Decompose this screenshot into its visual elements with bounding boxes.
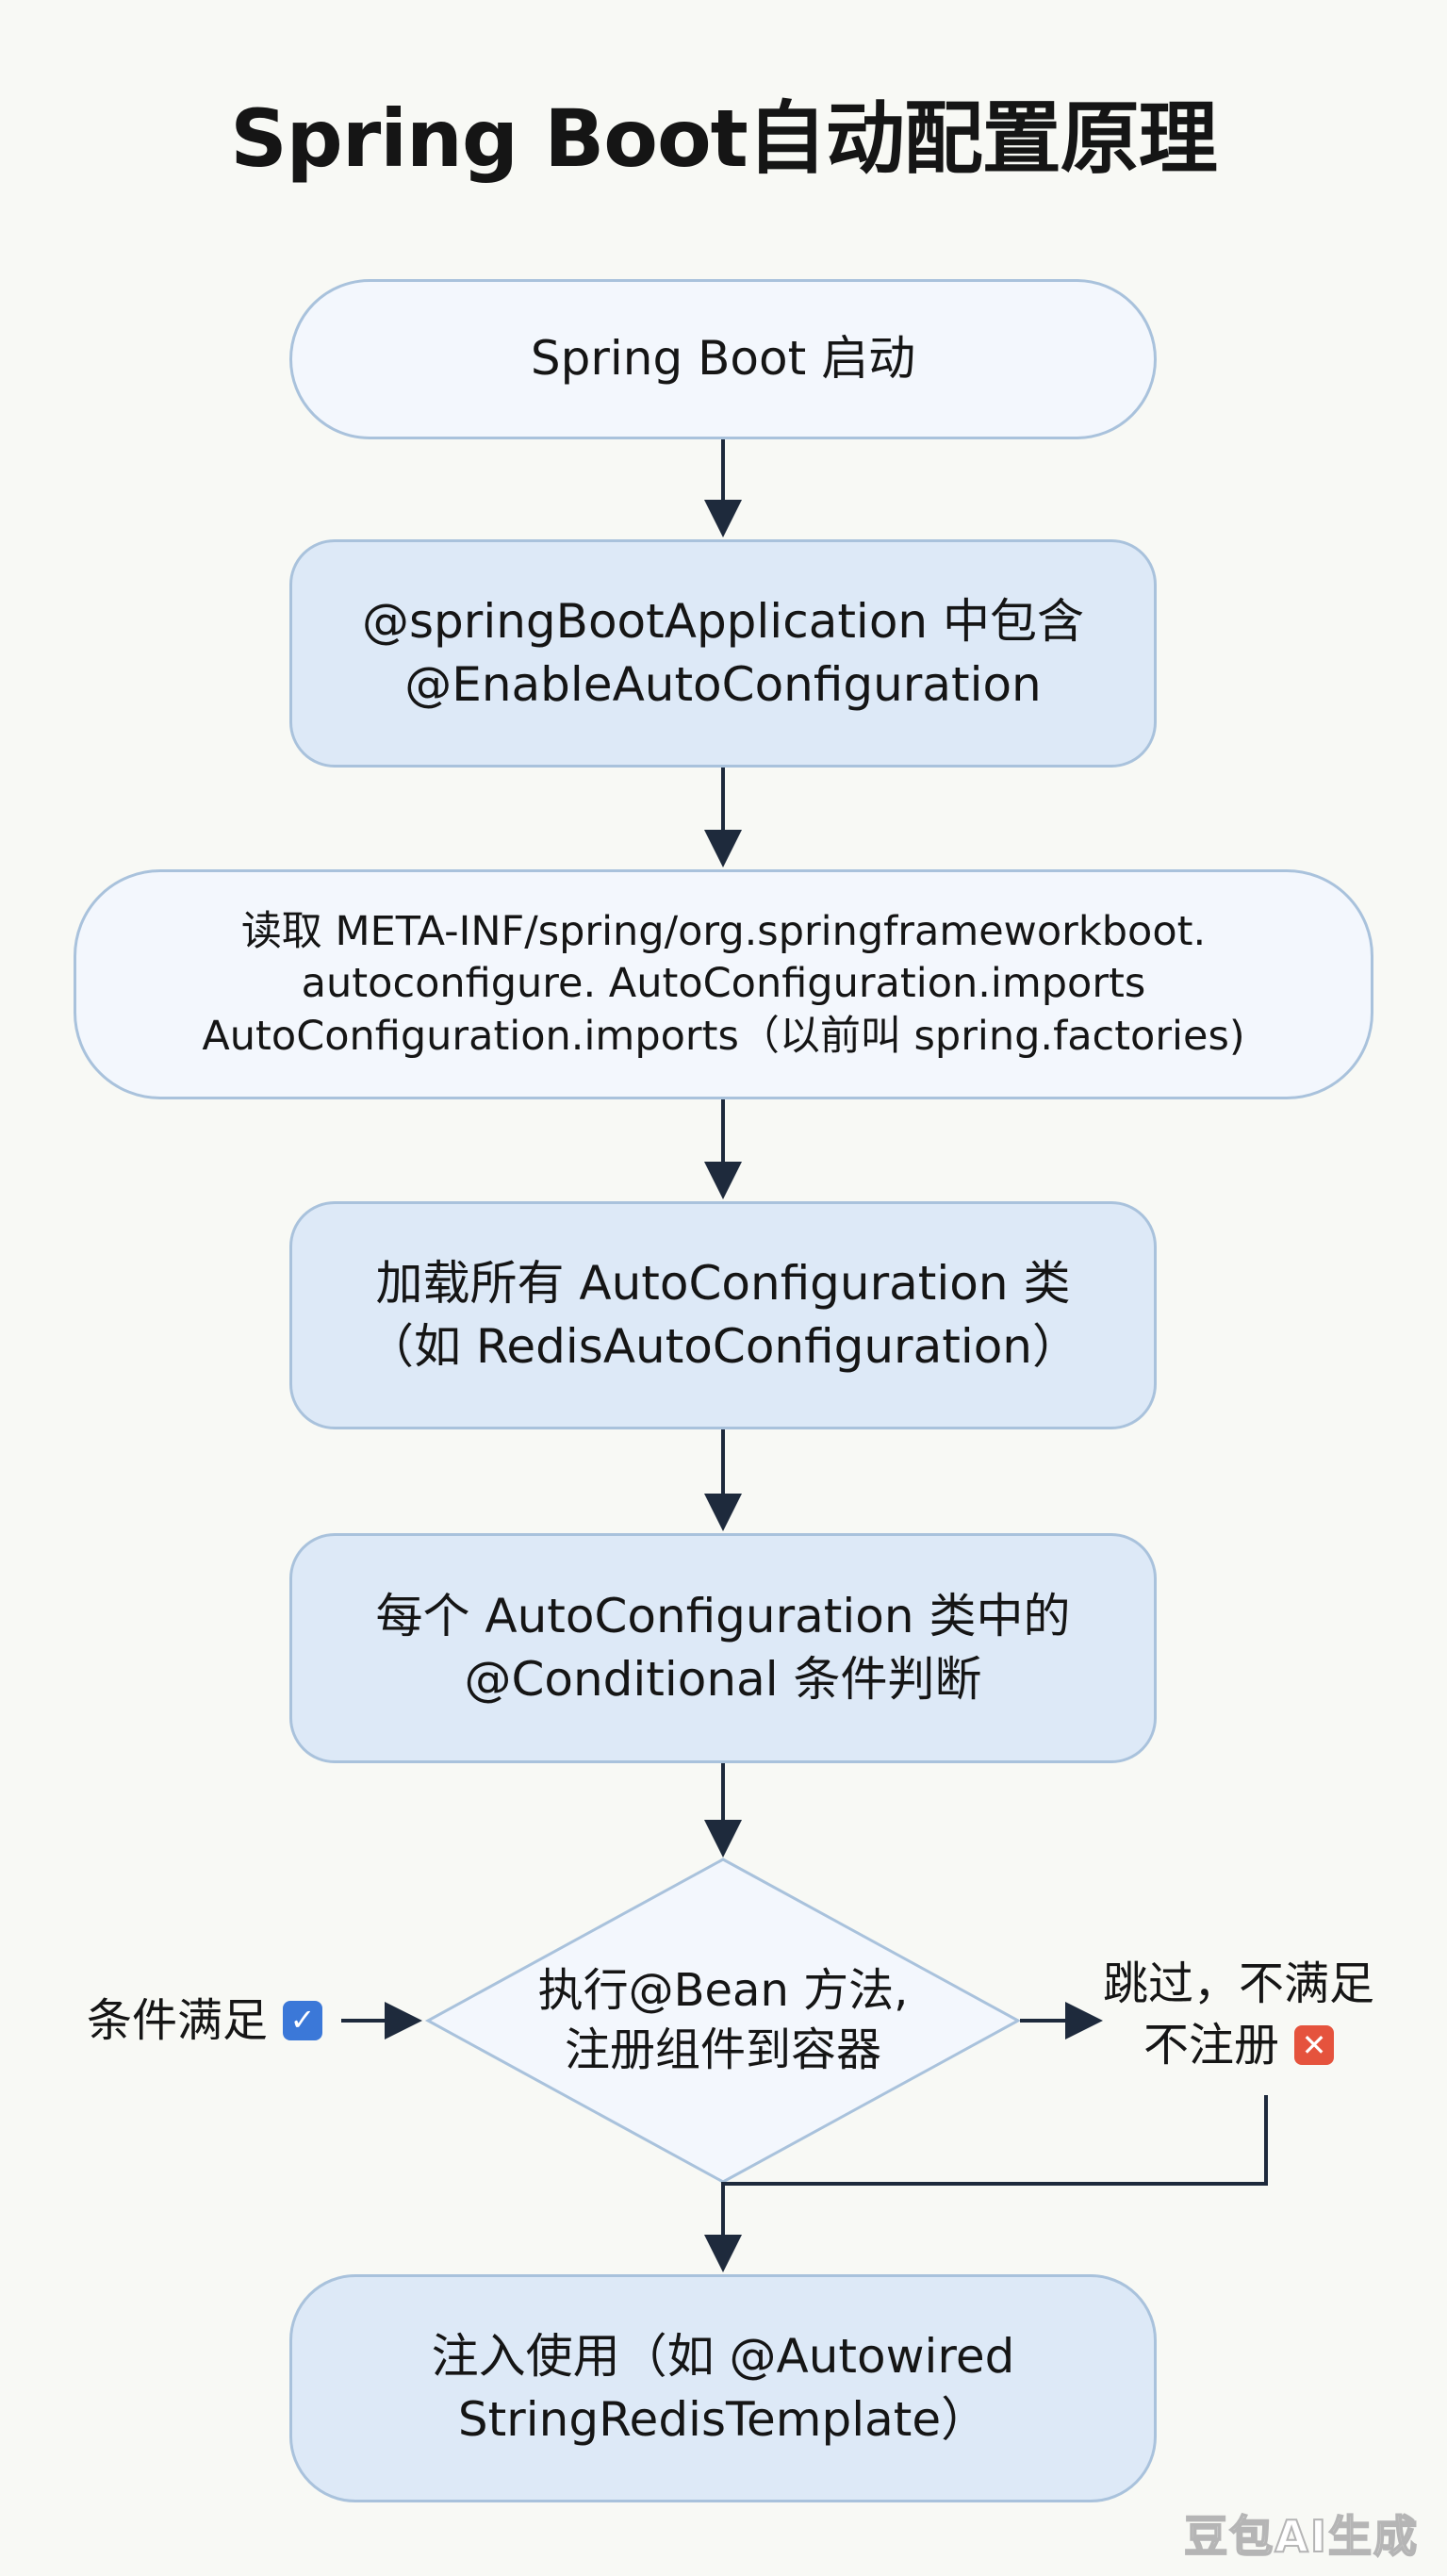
- annotation-line-1: @springBootApplication 中包含: [361, 593, 1084, 649]
- read-imports-node: 读取 META-INF/spring/org.springframeworkbo…: [74, 869, 1373, 1099]
- inject-node: 注入使用（如 @Autowired StringRedisTemplate）: [289, 2274, 1157, 2502]
- read-imports-line-3: AutoConfiguration.imports（以前叫 spring.fac…: [202, 1012, 1245, 1060]
- load-classes-node: 加载所有 AutoConfiguration 类 （如 RedisAutoCon…: [289, 1201, 1157, 1429]
- start-node-label: Spring Boot 启动: [530, 331, 916, 387]
- satisfied-text: 条件满足: [87, 1993, 269, 2047]
- decision-label: 执行@Bean 方法, 注册组件到容器: [490, 1942, 956, 2099]
- page-title: Spring Boot自动配置原理: [230, 92, 1218, 185]
- skipped-return-line: [723, 2095, 1268, 2186]
- skipped-line-2-wrap: 不注册 ✕: [1143, 2015, 1335, 2076]
- annotation-node: @springBootApplication 中包含 @EnableAutoCo…: [289, 539, 1157, 768]
- conditional-line-1: 每个 AutoConfiguration 类中的: [375, 1588, 1071, 1643]
- conditional-node: 每个 AutoConfiguration 类中的 @Conditional 条件…: [289, 1533, 1157, 1763]
- skipped-line-2: 不注册: [1143, 2018, 1280, 2072]
- watermark: 豆包AI生成: [1183, 2510, 1419, 2563]
- inject-line-2: StringRedisTemplate）: [457, 2392, 989, 2447]
- start-node: Spring Boot 启动: [289, 279, 1157, 439]
- annotation-line-2: @EnableAutoConfiguration: [404, 657, 1042, 712]
- load-classes-line-2: （如 RedisAutoConfiguration）: [366, 1319, 1079, 1374]
- cross-icon: ✕: [1294, 2025, 1335, 2066]
- read-imports-line-2: autoconfigure. AutoConfiguration.imports: [301, 960, 1146, 1008]
- check-icon: ✓: [283, 2001, 323, 2040]
- read-imports-line-1: 读取 META-INF/spring/org.springframeworkbo…: [240, 908, 1207, 956]
- conditional-line-2: @Conditional 条件判断: [464, 1652, 982, 1707]
- inject-line-1: 注入使用（如 @Autowired: [431, 2328, 1015, 2384]
- decision-line-1: 执行@Bean 方法,: [537, 1963, 909, 2017]
- decision-line-2: 注册组件到容器: [564, 2023, 881, 2076]
- skipped-label: 跳过，不满足 不注册 ✕: [1103, 1954, 1374, 2076]
- satisfied-label: 条件满足 ✓: [87, 1990, 323, 2052]
- skipped-line-1: 跳过，不满足: [1103, 1957, 1375, 2010]
- load-classes-line-1: 加载所有 AutoConfiguration 类: [375, 1255, 1071, 1311]
